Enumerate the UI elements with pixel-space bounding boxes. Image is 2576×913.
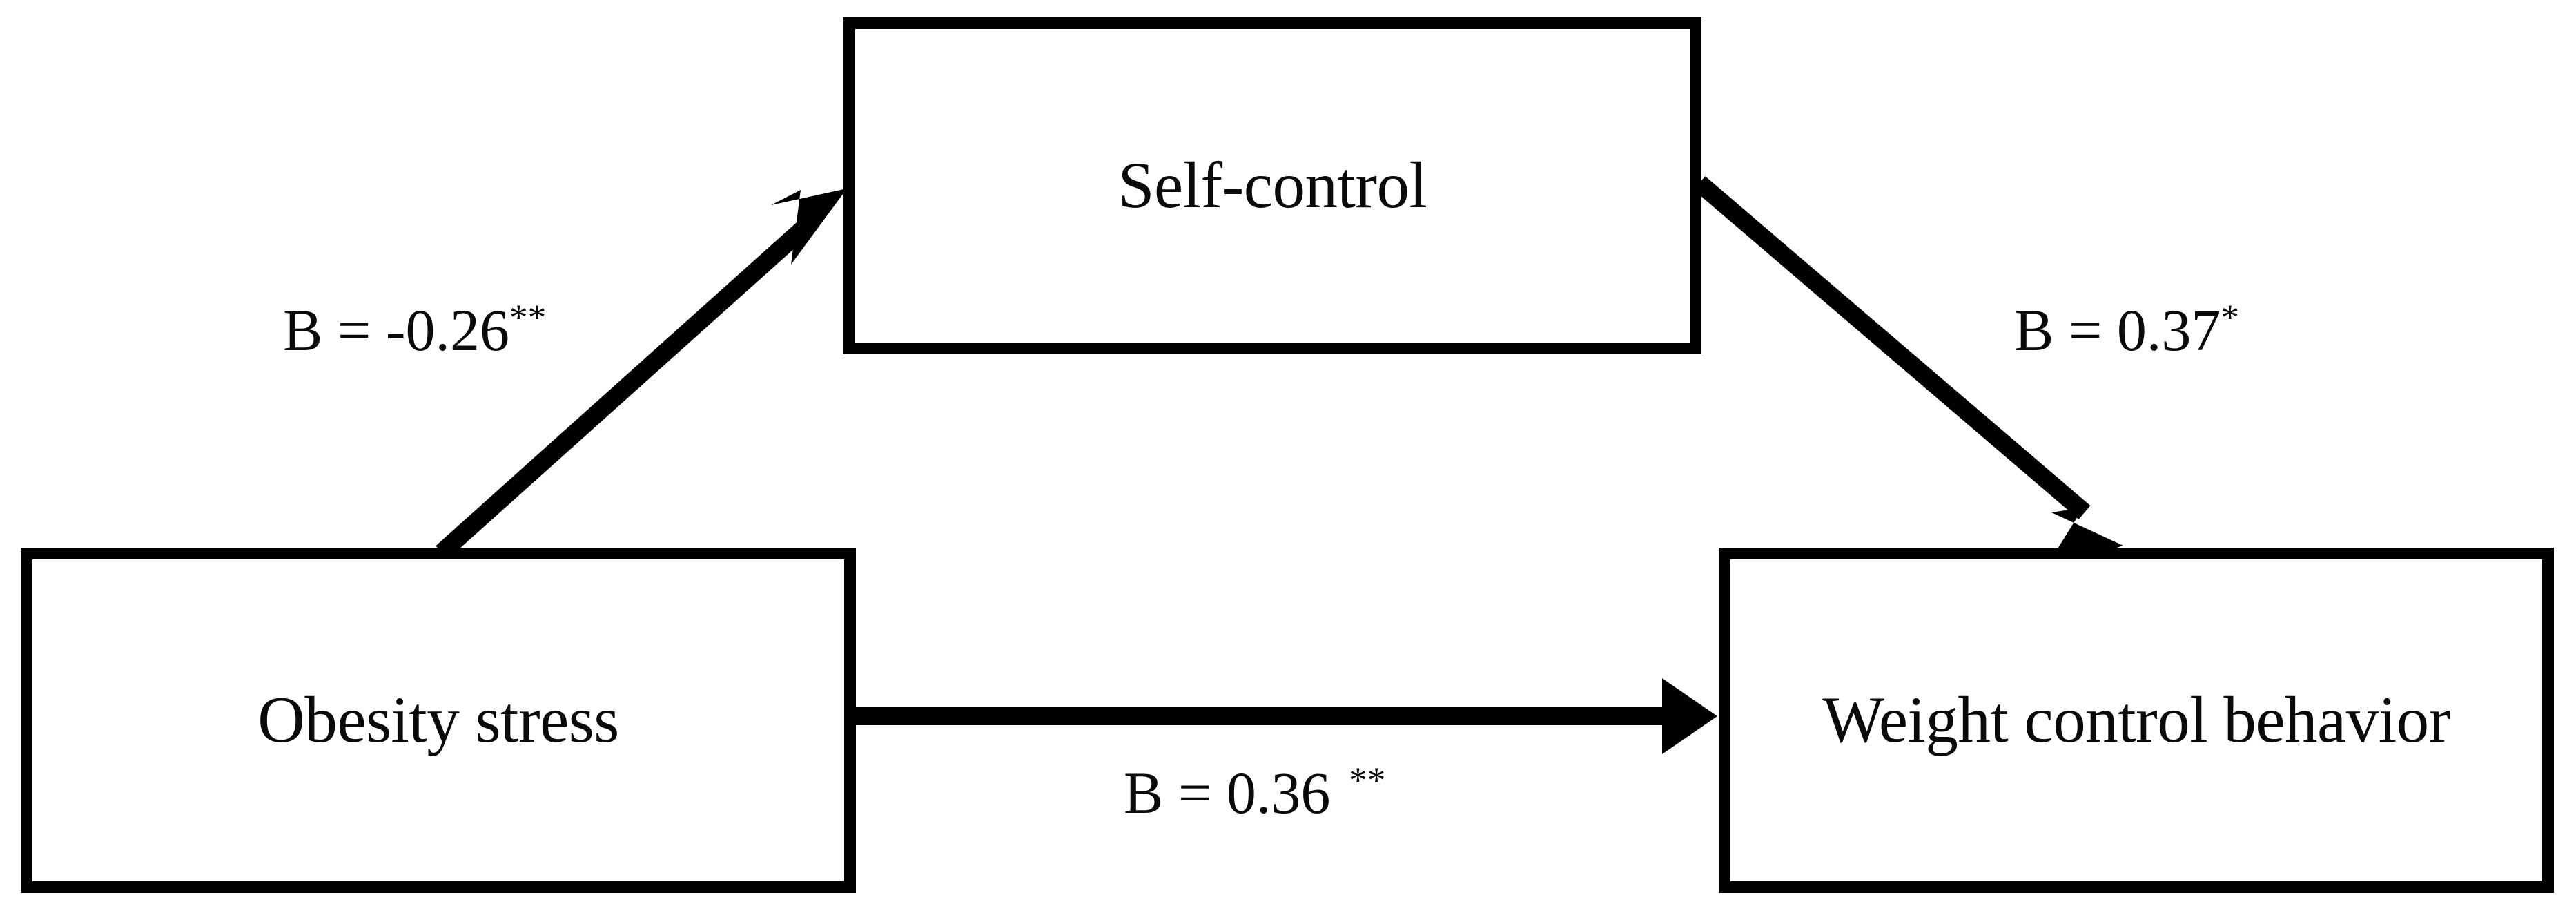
edge-label-a-path: B = -0.26** <box>283 296 546 365</box>
edge-a-path-arrow <box>436 189 847 559</box>
edge-label-c-path: B = 0.36 ** <box>1124 758 1385 827</box>
edge-c-path-arrow <box>856 678 1717 754</box>
edge-c-coefficient-text: B = 0.36 <box>1124 760 1331 826</box>
node-self-control-label: Self-control <box>1118 148 1427 222</box>
edge-label-b-path: B = 0.37* <box>2014 296 2239 365</box>
edge-a-coefficient-text: B = -0.26 <box>283 297 510 363</box>
edge-c-label-gap <box>1330 760 1349 826</box>
node-self-control[interactable]: Self-control <box>843 17 1701 354</box>
node-weight-control-behavior[interactable]: Weight control behavior <box>1719 548 2554 893</box>
node-obesity-stress[interactable]: Obesity stress <box>21 548 856 893</box>
edge-b-significance: * <box>2221 296 2240 338</box>
edge-b-coefficient-text: B = 0.37 <box>2014 297 2221 363</box>
node-obesity-stress-label: Obesity stress <box>257 683 619 757</box>
edge-b-path-arrow <box>1693 176 2123 572</box>
edge-a-significance: ** <box>509 296 547 338</box>
node-weight-control-behavior-label: Weight control behavior <box>1822 683 2450 757</box>
edge-c-significance: ** <box>1349 759 1386 801</box>
